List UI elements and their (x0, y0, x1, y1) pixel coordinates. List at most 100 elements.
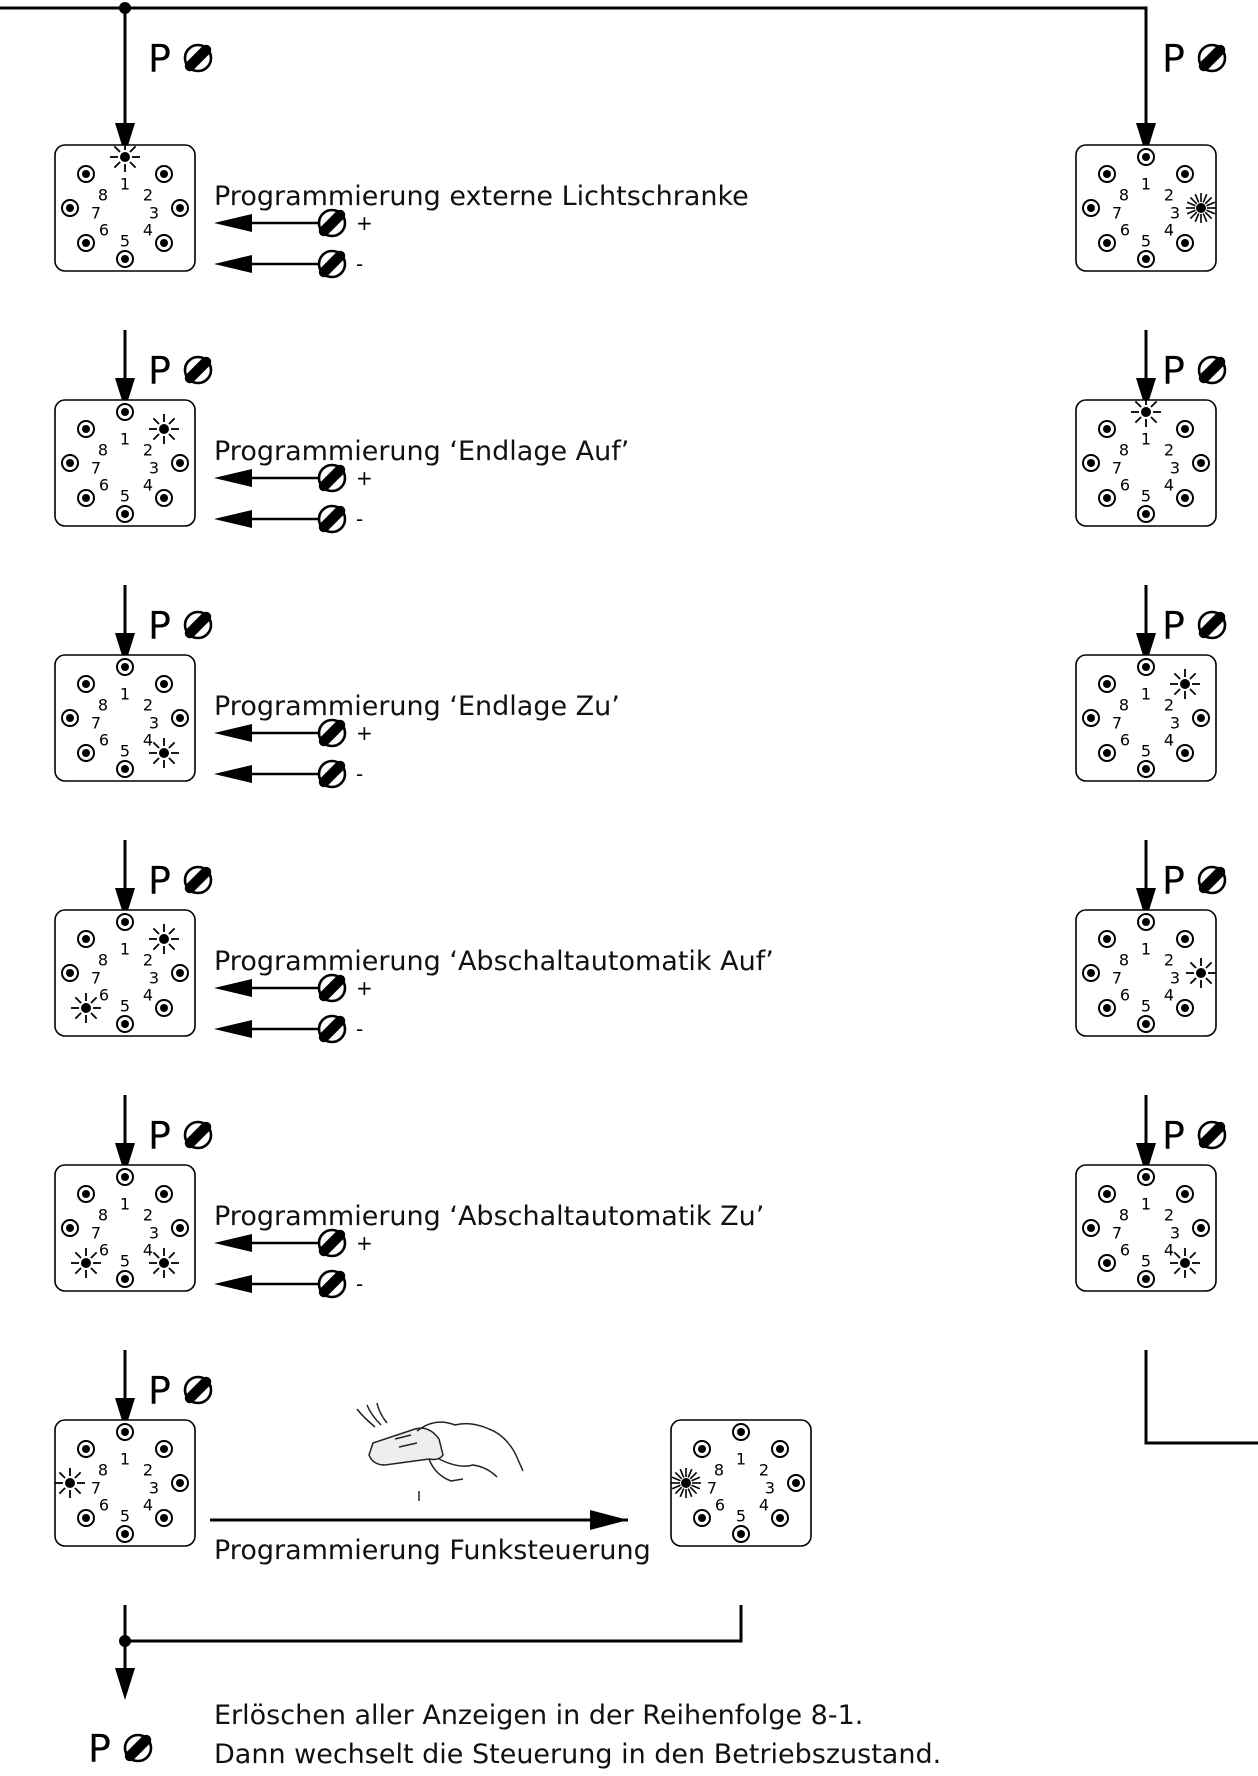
hand-remote-icon (357, 1403, 523, 1501)
led-indicator-icon (733, 1424, 749, 1440)
led-indicator-icon (62, 455, 78, 471)
program-key-label: P (148, 604, 211, 648)
dial-number: 4 (1164, 476, 1174, 495)
dial-number: 8 (98, 951, 108, 970)
blinking-led-icon (1170, 1248, 1200, 1278)
adjust-knob-icon (1199, 45, 1225, 71)
led-indicator-icon (62, 1220, 78, 1236)
dial-number: 4 (143, 731, 153, 750)
program-key-label: P (148, 37, 211, 81)
merge-node (121, 1637, 130, 1646)
led-indicator-icon (172, 455, 188, 471)
adjust-minus-control-2: - (214, 506, 363, 532)
adjust-sign: + (356, 1231, 373, 1255)
dial-number: 4 (1164, 731, 1174, 750)
led-indicator-icon (1099, 421, 1115, 437)
led-indicator-icon (1099, 931, 1115, 947)
led-indicator-icon (172, 200, 188, 216)
program-key-text: P (1162, 859, 1185, 903)
dial-number: 1 (120, 685, 130, 704)
dial-number: 8 (1119, 1206, 1129, 1225)
program-key-text: P (148, 1114, 171, 1158)
dial-number: 5 (120, 487, 130, 506)
arrowheads (115, 123, 1156, 1700)
led-indicator-icon (1193, 455, 1209, 471)
program-key-text: P (88, 1727, 111, 1771)
blinking-led-icon (1170, 669, 1200, 699)
adjust-sign: - (356, 252, 363, 276)
dial-number: 1 (120, 430, 130, 449)
led-indicator-icon (1177, 745, 1193, 761)
led-indicator-icon (772, 1441, 788, 1457)
led-indicator-icon (1138, 761, 1154, 777)
led-indicator-icon (117, 251, 133, 267)
led-indicator-icon (1193, 710, 1209, 726)
adjust-knob-icon (1199, 357, 1225, 383)
dial-number: 8 (1119, 696, 1129, 715)
adjust-knob-icon (185, 357, 211, 383)
program-key-text: P (1162, 37, 1185, 81)
blinking-led-icon (1186, 958, 1216, 988)
adjust-knob-icon (319, 975, 345, 1001)
led-indicator-icon (1083, 200, 1099, 216)
led-indicator-icon (117, 659, 133, 675)
program-key-text: P (148, 1369, 171, 1413)
adjust-plus-control-1: + (214, 210, 373, 236)
dial-number: 4 (143, 1241, 153, 1260)
led-indicator-icon (1099, 745, 1115, 761)
step-label-2: Programmierung ‘Endlage Auf’ (214, 436, 629, 467)
adjust-sign: + (356, 976, 373, 1000)
blinking-led-icon (71, 993, 101, 1023)
dial-number: 6 (99, 1241, 109, 1260)
led-indicator-icon (694, 1441, 710, 1457)
program-key-label: P (148, 1369, 211, 1413)
program-key-text: P (148, 859, 171, 903)
adjust-knob-icon (125, 1735, 151, 1761)
led-dial-left-3: 12345678 (55, 655, 195, 781)
step-label-4: Programmierung ‘Abschaltautomatik Auf’ (214, 946, 774, 977)
led-indicator-icon (1099, 166, 1115, 182)
top-bus-node (121, 4, 130, 13)
dial-number: 8 (98, 696, 108, 715)
adjust-minus-control-4: - (214, 1016, 363, 1042)
led-dial-left-4: 12345678 (55, 910, 195, 1036)
dial-number: 2 (1164, 951, 1174, 970)
led-indicator-icon (172, 965, 188, 981)
dial-number: 6 (1120, 1241, 1130, 1260)
adjust-minus-control-5: - (214, 1271, 363, 1297)
adjust-plus-control-4: + (214, 975, 373, 1001)
adjust-sign: - (356, 507, 363, 531)
led-dial-right-5: 12345678 (1076, 1165, 1216, 1291)
dial-number: 5 (1141, 232, 1151, 251)
dial-number: 4 (143, 221, 153, 240)
dial-number: 7 (1112, 459, 1122, 478)
dial-number: 7 (91, 969, 101, 988)
dial-number: 7 (1112, 204, 1122, 223)
dial-number: 6 (1120, 986, 1130, 1005)
led-indicator-icon (78, 745, 94, 761)
dial-number: 6 (99, 731, 109, 750)
dial-number: 6 (1120, 476, 1130, 495)
blinking-led-icon (671, 1468, 701, 1498)
led-indicator-icon (1099, 235, 1115, 251)
adjust-knob-icon (319, 1271, 345, 1297)
program-key-label: P (1162, 859, 1225, 903)
step-labels: Programmierung externe Lichtschranke Pro… (214, 181, 774, 1566)
dial-number: 2 (1164, 441, 1174, 460)
adjust-knob-icon (185, 612, 211, 638)
led-dial-remote-after: 12345678 (671, 1420, 811, 1546)
dial-number: 7 (1112, 714, 1122, 733)
dial-number: 2 (1164, 186, 1174, 205)
led-indicator-icon (1177, 931, 1193, 947)
adjust-sign: + (356, 466, 373, 490)
led-indicator-icon (1099, 490, 1115, 506)
dial-number: 6 (99, 1496, 109, 1515)
led-indicator-icon (1138, 251, 1154, 267)
dial-number: 1 (120, 175, 130, 194)
final-section: Erlöschen aller Anzeigen in der Reihenfo… (214, 1700, 941, 1770)
led-indicator-icon (1083, 965, 1099, 981)
led-indicator-icon (1138, 1016, 1154, 1032)
adjust-knob-icon (1199, 612, 1225, 638)
